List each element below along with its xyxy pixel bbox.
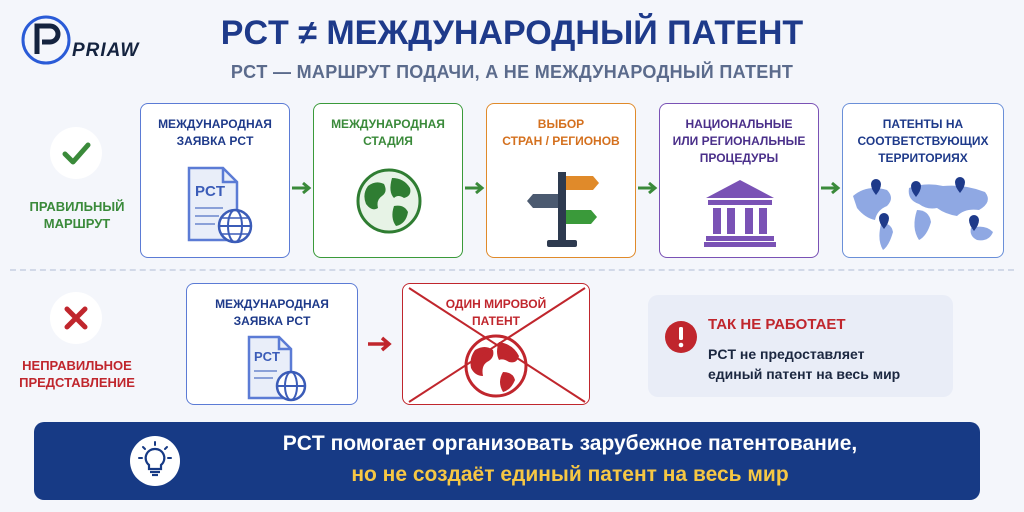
lightbulb-icon bbox=[138, 441, 172, 477]
logo-mark-icon bbox=[21, 15, 71, 65]
wrong-card1-line2: ЗАЯВКА PCT bbox=[233, 314, 311, 328]
arrow-right-icon bbox=[465, 181, 485, 195]
banner-line1: PCT помогает организовать зарубежное пат… bbox=[282, 432, 858, 455]
wrong-card2-line2: ПАТЕНТ bbox=[471, 314, 521, 328]
red-arrow-right-icon bbox=[368, 336, 392, 352]
pct-document-icon: PCT bbox=[187, 166, 253, 244]
priaw-logo: PRIAW bbox=[20, 14, 150, 66]
exclamation-icon bbox=[665, 321, 697, 353]
wrong-card-pct-application: МЕЖДУНАРОДНАЯ ЗАЯВКА PCT PCT bbox=[186, 283, 358, 405]
logo-text: PRIAW bbox=[72, 40, 140, 61]
warning-text-line2: единый патент на весь мир bbox=[708, 366, 901, 382]
warning-box bbox=[648, 295, 953, 397]
wrong-idea-label: НЕПРАВИЛЬНОЕ ПРЕДСТАВЛЕНИЕ bbox=[12, 357, 142, 391]
step5-line1: ПАТЕНТЫ НА bbox=[882, 117, 964, 131]
lightbulb-badge bbox=[130, 436, 180, 486]
banner-line2: но не создаёт единый патент на весь мир bbox=[351, 463, 789, 486]
globe-icon bbox=[356, 168, 422, 234]
wrong-card2-line1: ОДИН МИРОВОЙ bbox=[445, 297, 547, 311]
step1-line2: ЗАЯВКА PCT bbox=[176, 134, 254, 148]
cross-circle bbox=[50, 292, 102, 344]
warning-text: PCT не предоставляет единый патент на ве… bbox=[708, 344, 938, 384]
warning-text-line1: PCT не предоставляет bbox=[708, 346, 865, 362]
correct-route-label: ПРАВИЛЬНЫЙ МАРШРУТ bbox=[18, 198, 136, 232]
step2-line2: СТАДИЯ bbox=[363, 134, 413, 148]
step-card-national-procedures: НАЦИОНАЛЬНЫЕ ИЛИ РЕГИОНАЛЬНЫЕ ПРОЦЕДУРЫ bbox=[659, 103, 819, 258]
step2-line1: МЕЖДУНАРОДНАЯ bbox=[331, 117, 445, 131]
cross-out-lines bbox=[408, 287, 586, 403]
wrong-card1-doc-text: PCT bbox=[254, 349, 280, 364]
step5-line2: СООТВЕТСТВУЮЩИХ bbox=[857, 134, 989, 148]
cross-icon bbox=[64, 306, 88, 330]
correct-label-line1: ПРАВИЛЬНЫЙ bbox=[29, 199, 125, 214]
red-globe-icon bbox=[464, 334, 528, 398]
step5-line3: ТЕРРИТОРИЯХ bbox=[878, 151, 968, 165]
step4-line1: НАЦИОНАЛЬНЫЕ bbox=[685, 117, 793, 131]
check-icon bbox=[62, 142, 91, 165]
world-map-pins-icon bbox=[853, 177, 993, 250]
government-building-icon bbox=[704, 180, 776, 247]
step-card-pct-application: МЕЖДУНАРОДНАЯ ЗАЯВКА PCT PCT bbox=[140, 103, 290, 258]
pct-document-icon: PCT bbox=[247, 335, 307, 402]
signpost-icon bbox=[527, 172, 599, 247]
step4-line3: ПРОЦЕДУРЫ bbox=[699, 151, 779, 165]
wrong-card-single-world-patent: ОДИН МИРОВОЙ ПАТЕНТ bbox=[402, 283, 590, 405]
step-card-international-stage: МЕЖДУНАРОДНАЯ СТАДИЯ bbox=[313, 103, 463, 258]
section-divider bbox=[10, 269, 1014, 271]
check-circle bbox=[50, 127, 102, 179]
step3-line1: ВЫБОР bbox=[537, 117, 585, 131]
step-card-patents-territories: ПАТЕНТЫ НА СООТВЕТСТВУЮЩИХ ТЕРРИТОРИЯХ bbox=[842, 103, 1004, 258]
page-subtitle: PCT — МАРШРУТ ПОДАЧИ, А НЕ МЕЖДУНАРОДНЫЙ… bbox=[230, 62, 794, 82]
step1-line1: МЕЖДУНАРОДНАЯ bbox=[158, 117, 272, 131]
page-title: PCT ≠ МЕЖДУНАРОДНЫЙ ПАТЕНТ bbox=[220, 14, 804, 52]
correct-label-line2: МАРШРУТ bbox=[43, 216, 111, 231]
summary-banner bbox=[34, 422, 980, 500]
wrong-card1-line1: МЕЖДУНАРОДНАЯ bbox=[215, 297, 329, 311]
step4-line2: ИЛИ РЕГИОНАЛЬНЫЕ bbox=[672, 134, 806, 148]
step3-line2: СТРАН / РЕГИОНОВ bbox=[502, 134, 620, 148]
wrong-label-line1: НЕПРАВИЛЬНОЕ bbox=[22, 358, 132, 373]
arrow-right-icon bbox=[292, 181, 312, 195]
step1-doc-text: PCT bbox=[195, 183, 225, 200]
step-card-country-selection: ВЫБОР СТРАН / РЕГИОНОВ bbox=[486, 103, 636, 258]
arrow-right-icon bbox=[638, 181, 658, 195]
warning-title: ТАК НЕ РАБОТАЕТ bbox=[708, 316, 846, 333]
arrow-right-icon bbox=[821, 181, 841, 195]
wrong-label-line2: ПРЕДСТАВЛЕНИЕ bbox=[19, 375, 135, 390]
